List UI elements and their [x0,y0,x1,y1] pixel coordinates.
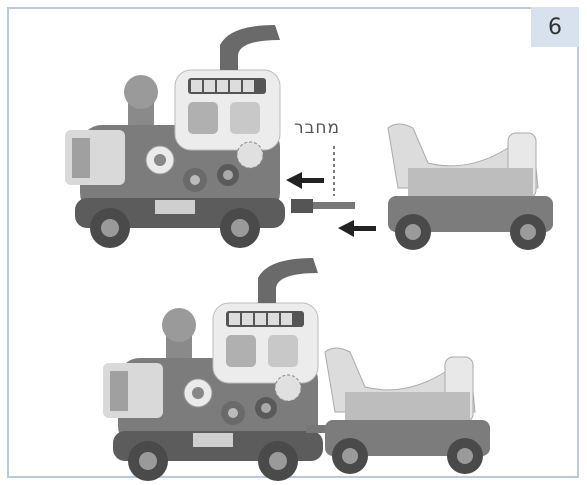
train-toy-bottom [103,258,323,481]
wagon-toy-top [388,124,553,250]
wagon-toy-bottom [325,348,490,474]
arrow-left-lower [338,220,376,237]
connector-joint [306,425,328,433]
arrow-left-upper [286,172,324,189]
train-toy-top [65,25,285,248]
connector-part [291,199,355,213]
